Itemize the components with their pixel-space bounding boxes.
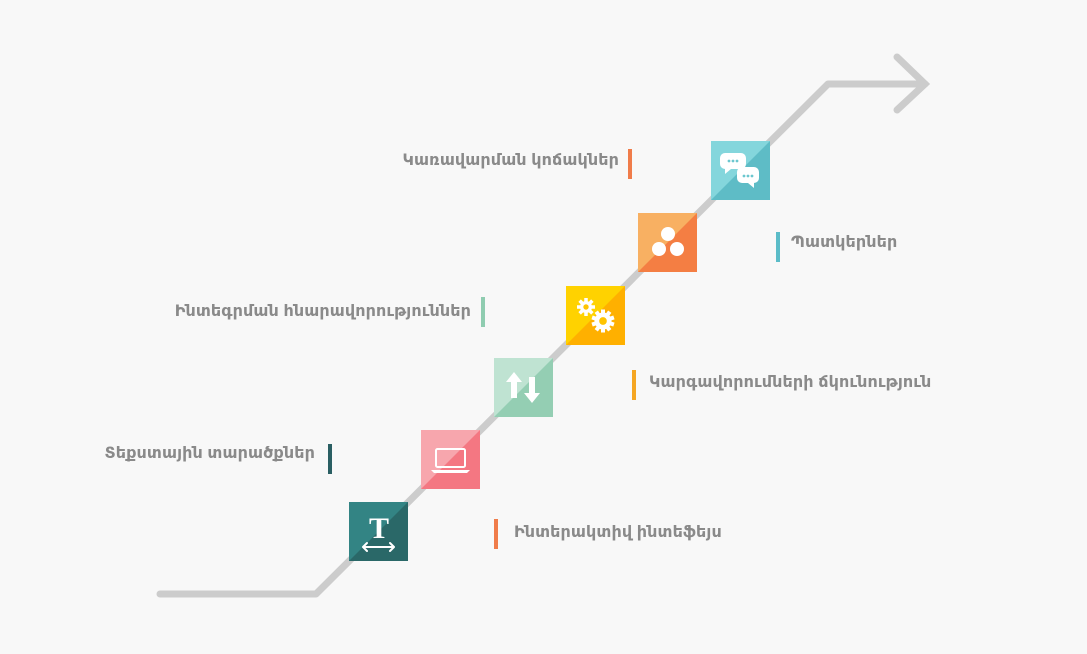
tile-dark-half	[421, 430, 480, 489]
tile-dark-half	[494, 358, 553, 417]
step-tile-5	[638, 213, 697, 272]
arrow-head-icon	[893, 53, 931, 114]
step-tile-4	[566, 286, 625, 345]
step-label-2: Տեքստային տարածքներ	[104, 445, 315, 462]
step-accent-3	[632, 370, 636, 400]
chat-bubbles-icon	[720, 153, 759, 188]
step-tile-2	[421, 430, 480, 489]
step-accent-4	[481, 297, 485, 327]
step-accent-2	[328, 444, 332, 474]
step-label-1: Ինտերակտիվ ինտեֆեյս	[514, 524, 722, 541]
step-tile-6	[711, 141, 770, 200]
svg-text:T: T	[369, 512, 389, 545]
tile-dark-half	[566, 286, 625, 345]
step-label-6: Կառավարման կոճակներ	[402, 152, 619, 169]
step-label-3: Կարգավորումների ճկունություն	[649, 374, 932, 391]
step-accent-5	[776, 232, 780, 262]
step-tile-3	[494, 358, 553, 417]
gears-icon	[577, 298, 615, 333]
circles-icon	[652, 227, 684, 256]
step-label-5: Պատկերներ	[791, 234, 898, 251]
tile-dark-half	[638, 213, 697, 272]
step-label-4: Ինտեգրման հնարավորություններ	[174, 303, 471, 320]
step-accent-1	[494, 519, 498, 549]
step-tile-1: T	[349, 502, 408, 561]
laptop-icon	[431, 448, 470, 473]
sort-arrows-icon	[506, 372, 540, 403]
text-resize-icon: T	[362, 512, 395, 552]
step-tiles: T	[349, 141, 770, 561]
step-accent-6	[628, 149, 632, 179]
